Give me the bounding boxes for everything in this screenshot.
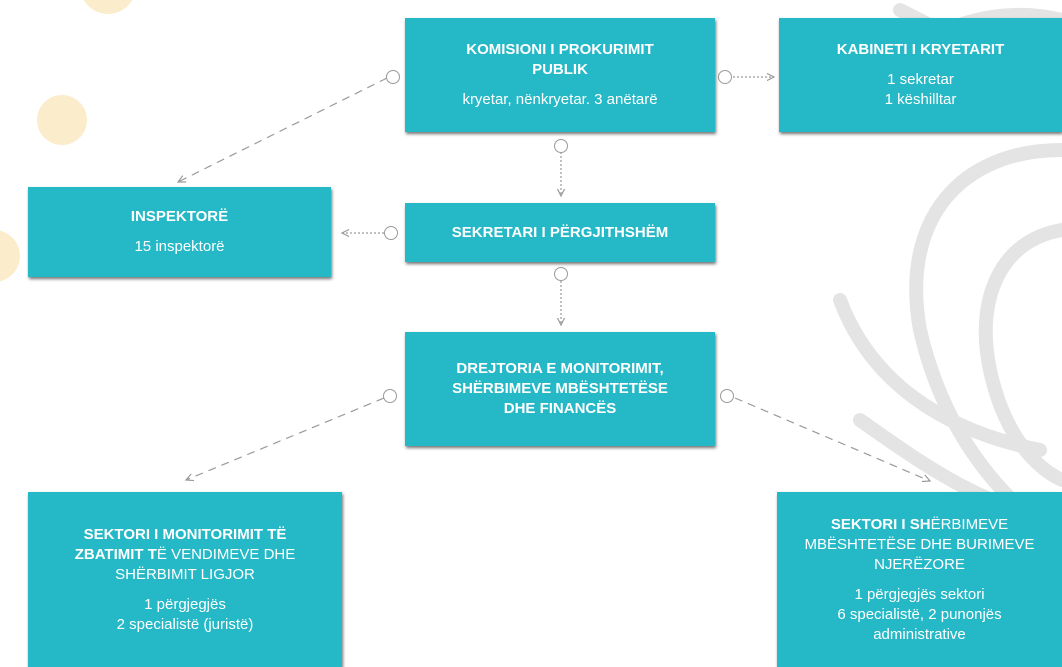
box-kabineti-kryetarit: KABINETI I KRYETARIT 1 sekretar 1 këshil…	[779, 18, 1062, 132]
kabineti-title: KABINETI I KRYETARIT	[836, 41, 1005, 58]
sektori-monitorimit-members: 1 përgjegjës 2 specialistë (juristë)	[116, 595, 254, 633]
sektori-sherbimeve-members: 1 përgjegjës sektori 6 specialistë, 2 pu…	[837, 585, 1002, 643]
port-komisioni-bottom	[554, 139, 568, 153]
drejtoria-title: DREJTORIA E MONITORIMIT, SHËRBIMEVE MBËS…	[452, 360, 668, 417]
port-drejtoria-right	[720, 389, 734, 403]
komisioni-title: KOMISIONI I PROKURIMIT PUBLIK	[466, 41, 654, 78]
sektori-sherbimeve-title: SEKTORI I SHËRBIMEVE MBËSHTETËSE DHE BUR…	[804, 515, 1035, 573]
port-komisioni-right	[718, 70, 732, 84]
komisioni-members: kryetar, nënkryetar. 3 anëtarë	[462, 91, 658, 108]
box-drejtoria-monitorimit: DREJTORIA E MONITORIMIT, SHËRBIMEVE MBËS…	[405, 332, 715, 446]
decor-dot-left	[0, 230, 20, 282]
port-sekretari-bottom	[554, 267, 568, 281]
box-inspektore: INSPEKTORË 15 inspektorë	[28, 187, 331, 277]
port-sekretari-left	[384, 226, 398, 240]
box-sekretari-pergjithshem: SEKRETARI I PËRGJITHSHËM	[405, 203, 715, 262]
port-komisioni-left	[386, 70, 400, 84]
inspektore-title: INSPEKTORË	[130, 208, 229, 225]
port-drejtoria-left	[383, 389, 397, 403]
decor-dot-top	[83, 0, 133, 14]
sekretari-title: SEKRETARI I PËRGJITHSHËM	[451, 223, 669, 241]
decor-dot-mid	[37, 95, 87, 145]
box-komisioni-prokurimit: KOMISIONI I PROKURIMIT PUBLIK kryetar, n…	[405, 18, 715, 132]
box-sektori-monitorimit: SEKTORI I MONITORIMIT TË ZBATIMIT TË VEN…	[28, 492, 342, 667]
box-sektori-sherbimeve: SEKTORI I SHËRBIMEVE MBËSHTETËSE DHE BUR…	[777, 492, 1062, 667]
inspektore-members: 15 inspektorë	[134, 238, 225, 255]
sektori-monitorimit-title: SEKTORI I MONITORIMIT TË ZBATIMIT TË VEN…	[74, 525, 296, 583]
kabineti-members: 1 sekretar 1 këshilltar	[884, 71, 957, 108]
